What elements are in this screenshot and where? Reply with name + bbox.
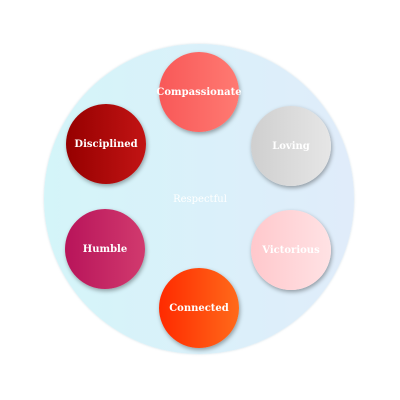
node-label: Compassionate xyxy=(156,86,242,98)
node-label: Connected xyxy=(169,302,229,314)
node-compassionate: Compassionate xyxy=(156,52,242,132)
node-label: Humble xyxy=(82,243,128,255)
node-humble: Humble xyxy=(65,209,145,289)
node-label: Victorious xyxy=(262,244,320,256)
node-loving: Loving xyxy=(251,106,331,186)
node-label: Loving xyxy=(272,140,310,152)
node-victorious: Victorious xyxy=(251,210,331,290)
node-label: Disciplined xyxy=(74,138,138,150)
node-connected: Connected xyxy=(159,268,239,348)
node-disciplined: Disciplined xyxy=(66,104,146,184)
center-label: Respectful xyxy=(173,194,227,205)
